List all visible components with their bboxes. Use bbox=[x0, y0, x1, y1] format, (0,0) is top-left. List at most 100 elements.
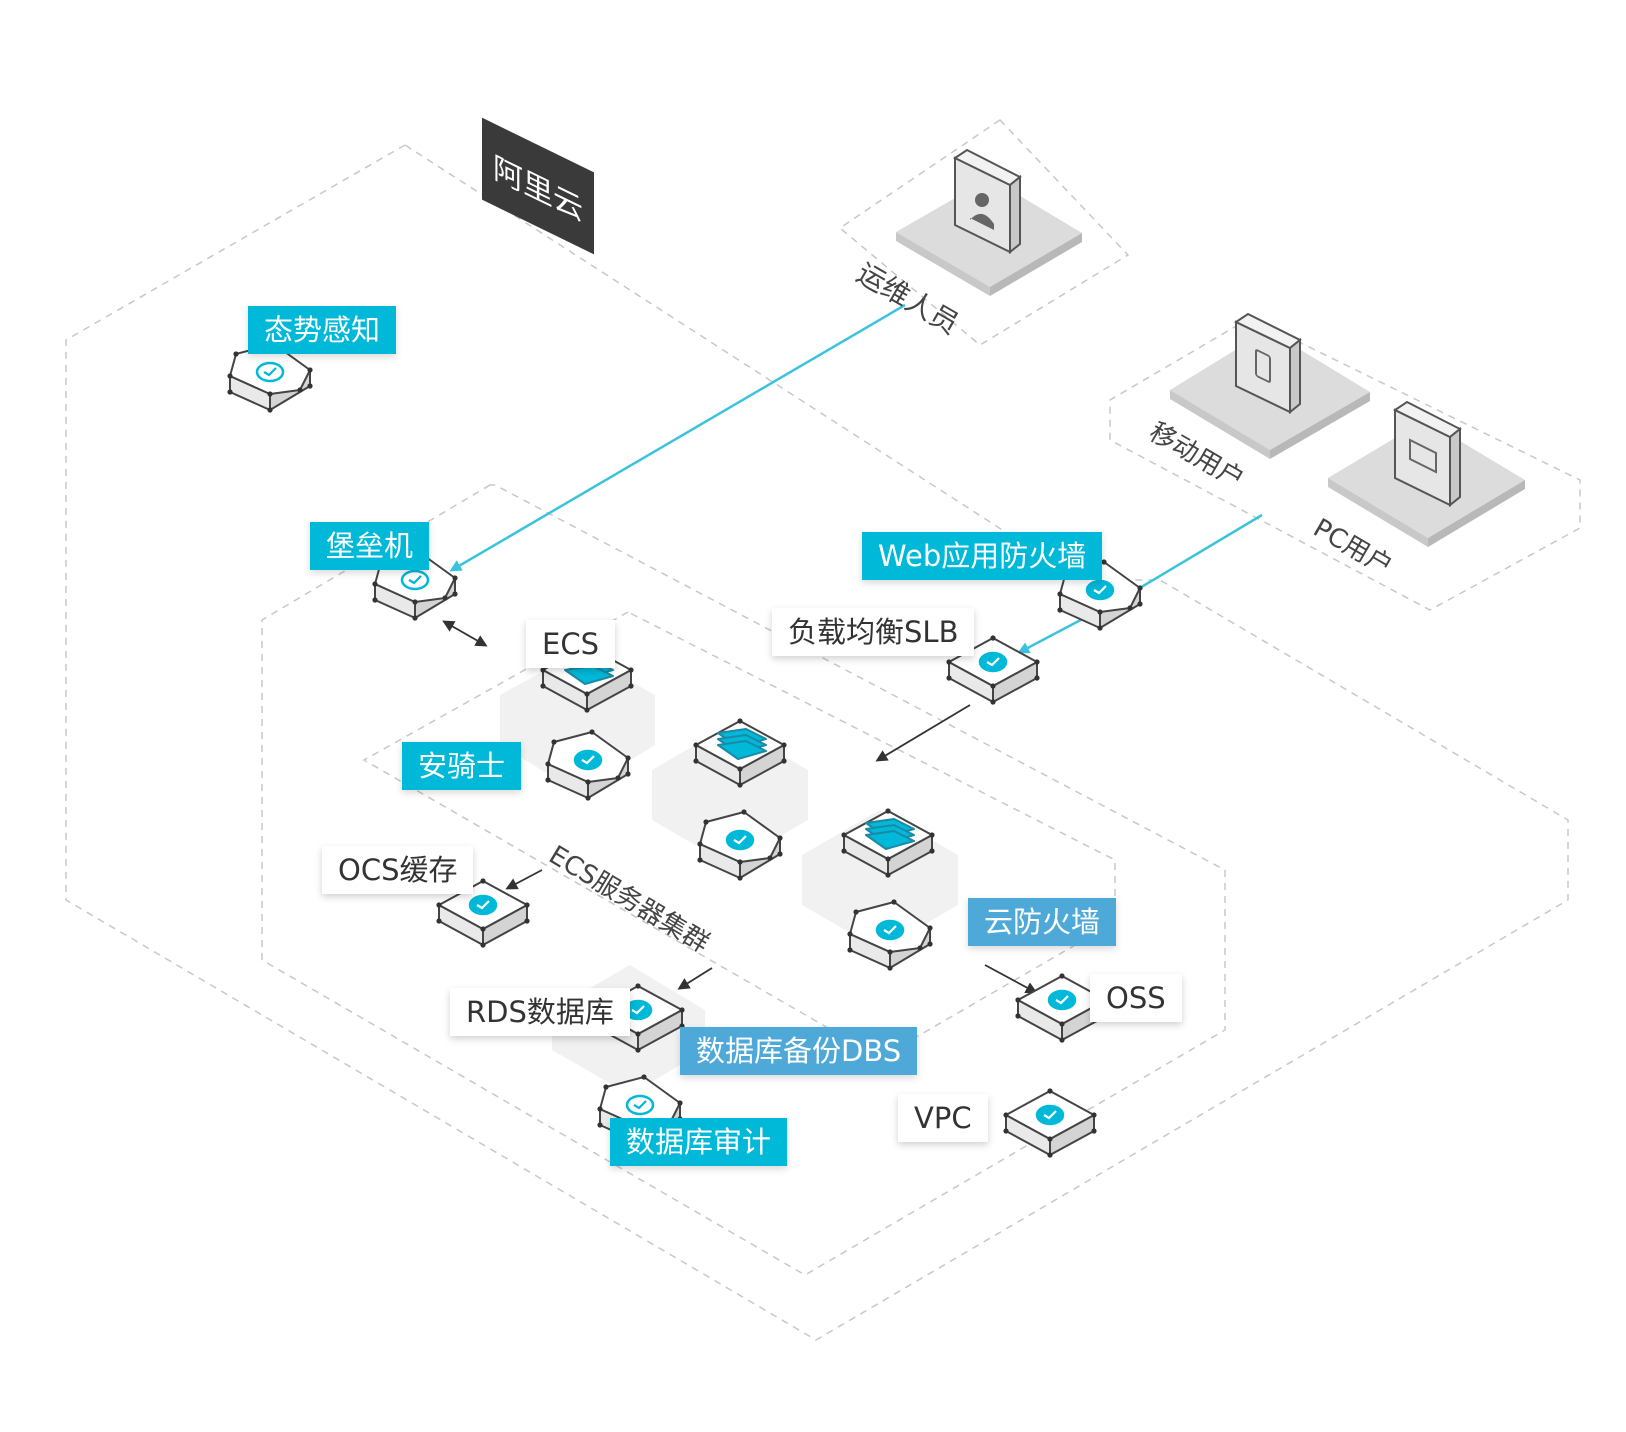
ecs-server-1-corner-dot bbox=[540, 683, 546, 689]
bars-icon bbox=[400, 569, 430, 591]
end-user-zone-outline bbox=[1109, 317, 1581, 611]
situation-node bbox=[227, 341, 313, 413]
shield-icon bbox=[573, 749, 603, 771]
shield-icon bbox=[875, 919, 905, 941]
bars-icon-glyph bbox=[400, 569, 430, 591]
bars-icon-mark bbox=[408, 575, 422, 585]
aegis-node-3-corner-dot bbox=[891, 899, 897, 905]
waf-node-corner-dot bbox=[1101, 559, 1107, 565]
vpc-node bbox=[1003, 1088, 1097, 1158]
db-audit-node-corner-dot bbox=[641, 1074, 647, 1080]
oss-node-corner-dot bbox=[1015, 997, 1021, 1003]
cluster-to-oss-line bbox=[984, 964, 1038, 994]
ecs-server-1-corner-dot bbox=[540, 667, 546, 673]
audit-icon-mark bbox=[633, 1100, 647, 1110]
ecs-server-3-corner-dot bbox=[929, 848, 935, 854]
bastion-node-corner-dot bbox=[452, 575, 458, 581]
shield-icon-mark bbox=[733, 835, 747, 845]
vpc-node-corner-dot bbox=[1003, 1128, 1009, 1134]
network-icon-mark bbox=[986, 657, 1000, 667]
mobile-platform-edge-right bbox=[1270, 392, 1370, 459]
ecs-server-2-corner-dot bbox=[781, 758, 787, 764]
waf-label: Web应用防火墙 bbox=[862, 532, 1103, 580]
aegis-node-2-corner-dot bbox=[703, 819, 709, 825]
aegis-node-3-corner-dot bbox=[887, 965, 893, 971]
aegis-node-1-corner-dot bbox=[585, 779, 591, 785]
waf-node-corner-dot bbox=[1097, 625, 1103, 631]
cluster-to-ocs-line bbox=[505, 869, 543, 890]
aegis-node-3-corner-dot bbox=[927, 941, 933, 947]
server-icon bbox=[865, 818, 915, 850]
ocs-node-corner-dot bbox=[480, 926, 486, 932]
firewall-icon-glyph bbox=[1085, 579, 1115, 601]
ecs-server-2-corner-dot bbox=[693, 758, 699, 764]
ecs-server-2 bbox=[693, 718, 787, 788]
ecs-server-3-corner-dot bbox=[841, 832, 847, 838]
audit-icon-glyph bbox=[625, 1094, 655, 1116]
slb-node-corner-dot bbox=[1034, 659, 1040, 665]
oss-node-corner-dot bbox=[1059, 973, 1065, 979]
ecs-server-2-corner-dot bbox=[737, 782, 743, 788]
situation-node-corner-dot bbox=[227, 389, 233, 395]
ecs-server-2-corner-dot bbox=[693, 742, 699, 748]
vpc-label: VPC bbox=[898, 1094, 988, 1142]
ecs-server-1-corner-dot bbox=[628, 667, 634, 673]
slb-node-corner-dot bbox=[946, 659, 952, 665]
pc-platform-edge-right bbox=[1428, 480, 1525, 547]
cloud-firewall-label: 云防火墙 bbox=[968, 898, 1117, 946]
mobile-user-box bbox=[1233, 312, 1302, 415]
rds-label: RDS数据库 bbox=[450, 988, 630, 1036]
oss-node-corner-dot bbox=[1059, 1037, 1065, 1043]
shield-icon bbox=[725, 829, 755, 851]
database-icon-mark bbox=[631, 1005, 645, 1015]
aegis-node-2-corner-dot bbox=[741, 809, 747, 815]
shield-icon-mark bbox=[581, 755, 595, 765]
situation-node-corner-dot bbox=[227, 373, 233, 379]
vpc-icon-mark bbox=[1043, 1110, 1057, 1120]
bastion-node-corner-dot bbox=[442, 595, 448, 601]
ops-user-box bbox=[952, 148, 1022, 255]
slb-label: 负载均衡SLB bbox=[772, 608, 975, 656]
db-audit-node-corner-dot bbox=[597, 1122, 603, 1128]
database-icon bbox=[623, 999, 653, 1021]
ecs-server-3-corner-dot bbox=[885, 808, 891, 814]
storage-icon bbox=[1047, 989, 1077, 1011]
waf-node-corner-dot bbox=[1057, 591, 1063, 597]
aliyun-region-outline bbox=[65, 144, 1569, 1341]
aegis-node-1-corner-dot bbox=[625, 771, 631, 777]
slb-node-corner-dot bbox=[1034, 675, 1040, 681]
ecs-server-3-corner-dot bbox=[885, 856, 891, 862]
aegis-node-2-corner-dot bbox=[777, 835, 783, 841]
aegis-node-3-corner-dot bbox=[847, 931, 853, 937]
db-audit-label: 数据库审计 bbox=[610, 1118, 788, 1166]
waf-node-corner-dot bbox=[1127, 605, 1133, 611]
pc-user-box bbox=[1392, 400, 1462, 508]
dbs-label: 数据库备份DBS bbox=[680, 1027, 918, 1075]
aegis-node-1-corner-dot bbox=[585, 795, 591, 801]
aegis-node-2-corner-dot bbox=[737, 875, 743, 881]
vpc-node-corner-dot bbox=[1047, 1136, 1053, 1142]
oss-node-corner-dot bbox=[1059, 1021, 1065, 1027]
bastion-node-corner-dot bbox=[452, 591, 458, 597]
ecs-server-2-corner-dot bbox=[737, 766, 743, 772]
monitor-icon bbox=[1409, 438, 1437, 474]
aegis-node-1-corner-dot bbox=[625, 755, 631, 761]
aegis-node-2-corner-dot bbox=[697, 857, 703, 863]
server-icon-bar bbox=[717, 740, 767, 760]
slb-node-corner-dot bbox=[946, 675, 952, 681]
vpc-icon bbox=[1035, 1104, 1065, 1126]
aegis-node-3-corner-dot bbox=[853, 909, 859, 915]
shield-icon-glyph bbox=[725, 829, 755, 851]
storage-icon-mark bbox=[1055, 995, 1069, 1005]
region-outlines bbox=[65, 119, 1581, 1341]
aegis-node-2-corner-dot bbox=[697, 841, 703, 847]
aegis-node-1-corner-dot bbox=[615, 775, 621, 781]
bastion-node-corner-dot bbox=[372, 581, 378, 587]
oss-node-corner-dot bbox=[1015, 1013, 1021, 1019]
slb-node-corner-dot bbox=[990, 683, 996, 689]
db-audit-node-corner-dot bbox=[597, 1106, 603, 1112]
ecs-server-2-corner-dot bbox=[781, 742, 787, 748]
radar-icon-glyph bbox=[255, 361, 285, 383]
shield-icon-glyph bbox=[875, 919, 905, 941]
